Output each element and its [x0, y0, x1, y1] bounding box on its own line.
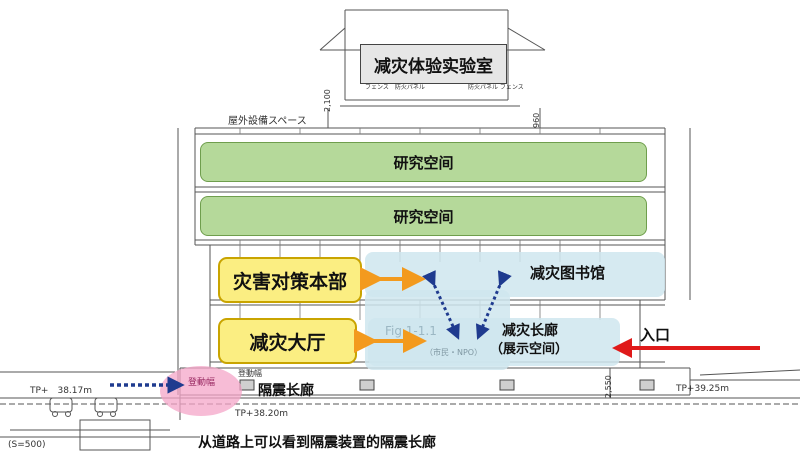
rooftop-space-note: 屋外設備スペース — [228, 116, 307, 127]
library-label: 减灾图书馆 — [530, 264, 606, 282]
fence-note-right: 防火パネル フェンス — [468, 84, 524, 91]
disaster-lab-label: 减灾体验实验室 — [360, 44, 507, 84]
entrance-label: 入口 — [640, 326, 671, 344]
research-space-upper: 研究空间 — [200, 142, 647, 182]
pink-note: 登動幅 — [188, 378, 216, 388]
seismic-corridor-label: 隔震长廊 — [258, 383, 314, 399]
disaster-hall-label: 减灾大厅 — [218, 318, 357, 364]
disaster-hq-label: 灾害对策本部 — [218, 257, 362, 303]
ground-level-mid: TP+38.20m — [235, 409, 288, 419]
research-space-lower: 研究空间 — [200, 196, 647, 236]
blue-dotted-arrow-right — [475, 270, 512, 340]
blue-dotted-arrow-left — [422, 270, 460, 340]
scale-note: (S=500) — [8, 440, 46, 450]
ground-level-left: TP+ 38.17m — [30, 386, 92, 396]
corridor-label: 减灾长廊 — [502, 323, 558, 339]
corridor-sub-label: （展示空间） — [490, 342, 569, 357]
caption: 从道路上可以看到隔震装置的隔震长廊 — [198, 435, 436, 451]
faded-citizen-note: （市民・NPO） — [425, 348, 483, 357]
movement-width-note: 登動幅 — [238, 369, 262, 378]
fence-note-left: フェンス 防火パネル — [365, 84, 425, 91]
ground-level-right: TP+39.25m — [676, 384, 729, 394]
